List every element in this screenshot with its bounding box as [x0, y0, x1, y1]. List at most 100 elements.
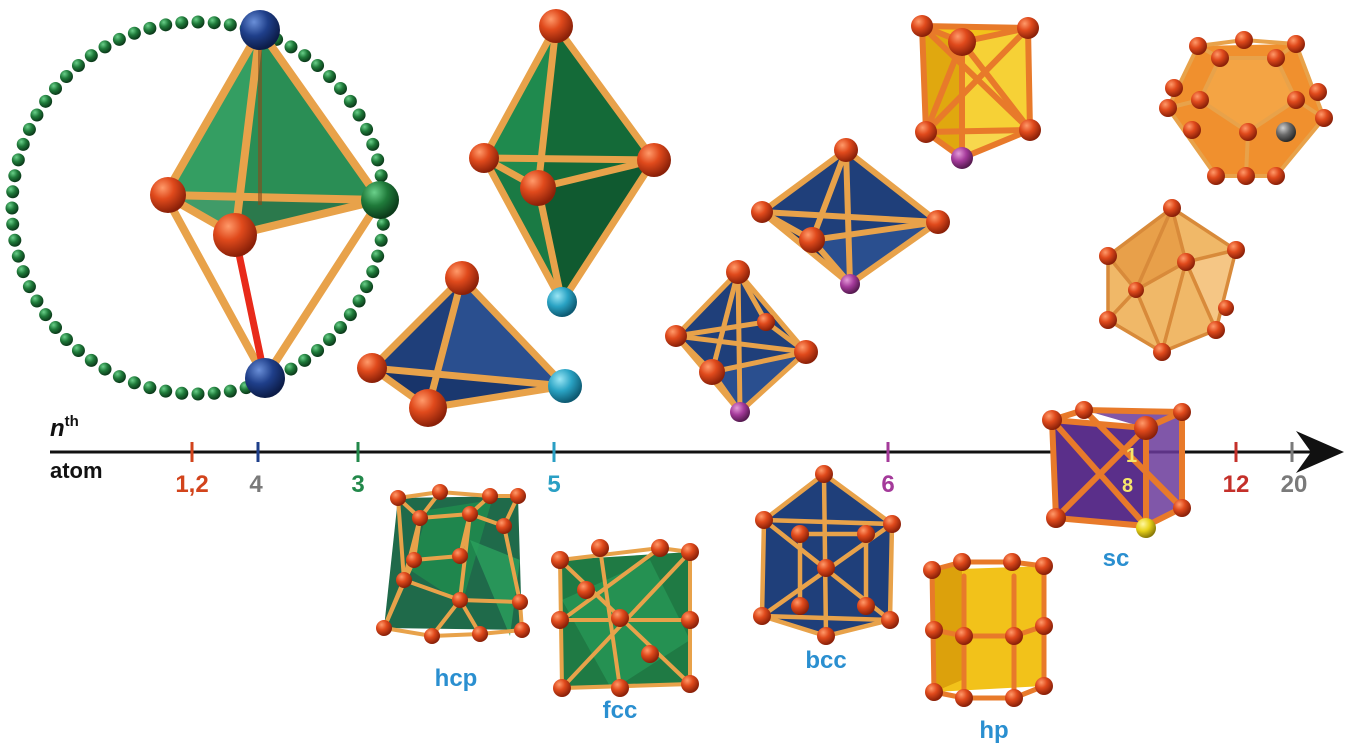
atom-sphere	[651, 539, 669, 557]
atom-sphere	[547, 287, 577, 317]
atom-sphere	[925, 621, 943, 639]
atom-sphere	[1267, 49, 1285, 67]
ring-atom	[49, 321, 63, 335]
ring-atom	[298, 49, 312, 63]
atom-sphere	[213, 213, 257, 257]
atom-sphere	[1075, 401, 1093, 419]
ring-atom	[284, 40, 298, 54]
atom-sphere	[1035, 677, 1053, 695]
ring-atom	[30, 294, 44, 308]
atom-sphere	[955, 627, 973, 645]
atom-sphere	[510, 488, 526, 504]
atom-sphere	[1239, 123, 1257, 141]
ring-atom	[374, 233, 388, 247]
atom-sphere	[1017, 17, 1039, 39]
ring-atom	[8, 233, 22, 247]
ring-atom	[39, 308, 53, 322]
ring-atom	[112, 370, 126, 384]
atom-sphere	[1227, 241, 1245, 259]
atom-sphere	[1183, 121, 1201, 139]
ring-atom	[371, 153, 385, 167]
ring-atom	[223, 18, 237, 32]
ring-atom	[98, 362, 112, 376]
ring-atom	[8, 169, 22, 183]
ring-atom	[175, 16, 189, 30]
ring-atom	[6, 217, 20, 231]
ring-atom	[5, 201, 19, 215]
atom-sphere	[1287, 91, 1305, 109]
ring-atom	[159, 384, 173, 398]
atom-sphere	[1207, 167, 1225, 185]
atom-sphere	[1153, 343, 1171, 361]
trigonal-prism-yellow	[911, 15, 1041, 169]
atom-sphere	[834, 138, 858, 162]
ring-atom	[207, 386, 221, 400]
atom-sphere	[1019, 119, 1041, 141]
atom-sphere	[1218, 300, 1234, 316]
atom-sphere	[1042, 410, 1062, 430]
ring-atom	[284, 362, 298, 376]
ring-atom	[175, 386, 189, 400]
octahedron-flat	[751, 138, 950, 294]
ring-atom	[59, 69, 73, 83]
atom-sphere	[923, 561, 941, 579]
atom-sphere	[681, 675, 699, 693]
atom-sphere	[512, 594, 528, 610]
bcc-structure	[753, 465, 901, 645]
ring-atom	[59, 333, 73, 347]
ring-atom	[16, 137, 30, 151]
atom-sphere	[641, 645, 659, 663]
atom-sphere	[757, 313, 775, 331]
icosahedron	[1099, 199, 1245, 361]
ring-atom	[127, 376, 141, 390]
atom-sphere	[548, 369, 582, 403]
ring-atom	[39, 94, 53, 108]
atom-sphere	[469, 143, 499, 173]
axis-tick-label: 4	[249, 471, 263, 498]
atom-sphere	[955, 689, 973, 707]
label-hcp: hcp	[435, 665, 478, 692]
atom-sphere	[753, 607, 771, 625]
ring-atom	[11, 153, 25, 167]
atom-sphere	[1046, 508, 1066, 528]
atom-sphere	[553, 679, 571, 697]
ring-atom	[191, 15, 205, 29]
atom-sphere	[551, 611, 569, 629]
atom-sphere	[150, 177, 186, 213]
atom-sphere	[482, 488, 498, 504]
trigonal-bipyramid-green	[469, 9, 671, 317]
atom-sphere	[755, 511, 773, 529]
ring-atom	[71, 343, 85, 357]
atom-sphere	[840, 274, 860, 294]
atom-sphere	[1035, 557, 1053, 575]
atom-sphere	[409, 389, 447, 427]
atom-sphere	[1099, 247, 1117, 265]
atom-sphere	[799, 227, 825, 253]
ring-atom	[223, 384, 237, 398]
ring-atom	[352, 294, 366, 308]
atom-sphere	[412, 510, 428, 526]
atom-sphere	[1099, 311, 1117, 329]
hcp-structure	[376, 484, 530, 644]
ring-atom	[376, 217, 390, 231]
ring-atom	[343, 308, 357, 322]
atom-sphere	[390, 490, 406, 506]
ring-atom	[143, 21, 157, 35]
ring-atom	[127, 26, 141, 40]
atom-sphere	[915, 121, 937, 143]
ring-atom	[191, 387, 205, 401]
atom-sphere	[1287, 35, 1305, 53]
ring-atom	[352, 108, 366, 122]
ring-atom	[360, 122, 374, 136]
atom-sphere	[951, 147, 973, 169]
ring-atom	[22, 280, 36, 294]
atom-sphere	[539, 9, 573, 43]
atom-sphere	[857, 525, 875, 543]
ring-atom	[311, 343, 325, 357]
atom-sphere	[1005, 627, 1023, 645]
ring-atom	[360, 280, 374, 294]
atom-sphere	[953, 553, 971, 571]
atom-sphere	[357, 353, 387, 383]
ring-atom	[98, 40, 112, 54]
